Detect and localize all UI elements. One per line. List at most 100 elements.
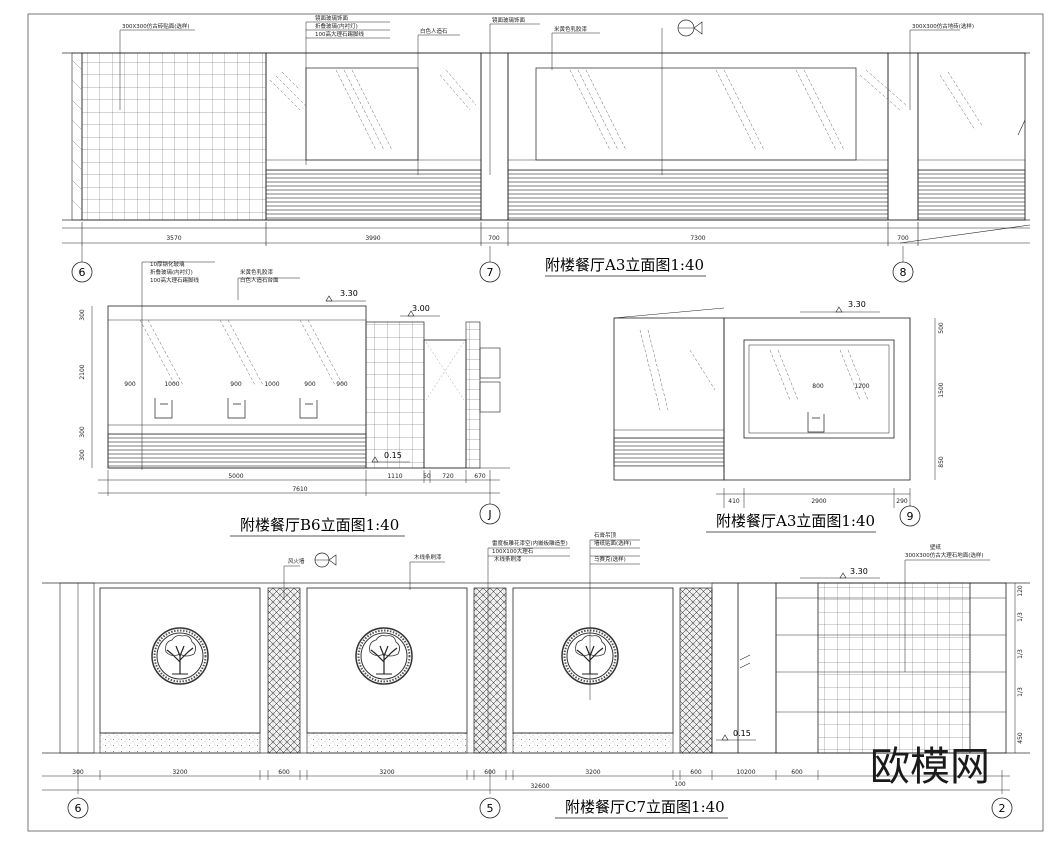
note-b6-1: 10厚钢化玻璃	[150, 260, 185, 268]
dim-a3-m2: 1200	[854, 383, 869, 390]
svg-text:2: 2	[999, 802, 1006, 815]
svg-text:7: 7	[487, 266, 494, 279]
note-b6-3: 100高大理石踢脚线	[150, 276, 199, 284]
dim-b6-s1: 300	[79, 309, 86, 321]
svg-text:J: J	[487, 508, 491, 521]
note-c7-10: 300X300仿古大理石地面(选样)	[905, 551, 984, 559]
dim-top-3: 700	[488, 235, 500, 242]
note-b6-4: 米黄色乳胶漆	[240, 268, 274, 276]
dim-a3-b1: 410	[728, 498, 740, 505]
dim-b6-2: 1110	[387, 473, 402, 480]
level-b6-right: 3.00	[400, 304, 440, 317]
dim-c7-1: 300	[72, 769, 84, 776]
axis-bubble-7-top: 7	[479, 261, 501, 283]
level-a3: 3.30	[800, 300, 880, 313]
note-c7-3: 雷度板雕花漆空(内嵌板雕造型)	[492, 539, 568, 547]
dim-b6-m4: 1000	[264, 381, 279, 388]
note-top-7: 米黄色乳胶漆	[554, 25, 588, 33]
note-top-8: 300X300仿古地砖(选样)	[912, 22, 974, 30]
dim-b6-m2: 1000	[164, 381, 179, 388]
title-c7: 附楼餐厅C7立面图1:40	[565, 798, 725, 816]
dim-b6-s2: 2100	[79, 364, 86, 379]
lattice-2	[473, 587, 507, 754]
note-c7-4: 100X100大理石	[492, 547, 534, 555]
sheet-border	[27, 13, 1044, 832]
dim-c7-2: 3200	[172, 769, 187, 776]
svg-text:3.30: 3.30	[850, 567, 868, 576]
axis-bubble-9: 9	[899, 505, 921, 527]
dim-a3-m1: 800	[812, 383, 824, 390]
dim-a3-b3: 290	[896, 498, 908, 505]
note-c7-2: 木线条刷漆	[414, 553, 442, 561]
dim-b6-m5: 900	[304, 381, 316, 388]
skirting-band-top	[265, 159, 1026, 221]
note-top-4: 100高大理石踢脚线	[315, 30, 364, 38]
lattice-3	[679, 587, 713, 754]
elevation-c7: 300 3200 600 3200 600 3200 100 600 10200…	[42, 531, 1030, 819]
dim-b6-m6: 900	[336, 381, 348, 388]
note-top-2: 镜面玻璃饰面	[315, 14, 349, 22]
watermark-logo: 欧模网	[870, 744, 990, 790]
svg-text:5: 5	[487, 802, 494, 815]
tile-wall-panel	[81, 52, 267, 221]
dim-c7-total: 32600	[530, 783, 549, 790]
dim-b6-3: 50	[423, 473, 431, 480]
dim-top-1: 3570	[166, 235, 181, 242]
axis-bubble-6-bottom: 6	[67, 797, 89, 819]
dim-b6-5: 670	[474, 473, 486, 480]
dim-a3-b2: 2900	[811, 498, 826, 505]
note-b6-2: 折叠玻璃(内衬灯)	[150, 268, 193, 276]
note-c7-9: 壁纸	[930, 543, 942, 551]
dim-b6-s3: 300	[79, 426, 86, 438]
svg-text:3.30: 3.30	[848, 300, 866, 309]
axis-bubble-2-bottom: 2	[991, 797, 1013, 819]
tile-wall-b6	[365, 321, 425, 469]
dim-c7-7: 100	[674, 781, 686, 788]
panel-2	[306, 587, 468, 754]
note-top-5: 白色人造石	[420, 27, 448, 35]
level-c7-floor: 0.15	[716, 729, 756, 741]
dim-c7-9: 10200	[736, 769, 755, 776]
dim-top-4: 7300	[690, 235, 705, 242]
panel-1	[99, 587, 261, 754]
panel-3	[512, 587, 674, 754]
svg-text:0.15: 0.15	[384, 451, 402, 460]
dim-c7-3: 600	[278, 769, 290, 776]
axis-bubble-8-top: 8	[892, 261, 914, 283]
elevation-a3-middle: 410 2900 290 800 1200 500 1500 850 3.30 …	[613, 300, 945, 533]
dim-a3-s3: 850	[938, 456, 945, 468]
level-b6-floor: 0.15	[371, 451, 410, 463]
dim-c7-6: 3200	[585, 769, 600, 776]
level-c7: 3.30	[800, 567, 880, 579]
svg-text:3.30: 3.30	[340, 289, 358, 298]
dim-c7-s2: 1/3	[1017, 612, 1024, 622]
svg-text:6: 6	[79, 266, 86, 279]
mosaic-grid	[817, 582, 971, 754]
dim-b6-s4: 300	[79, 449, 86, 461]
dim-c7-5: 600	[484, 769, 496, 776]
note-top-1: 300X300仿古砖贴面(选样)	[122, 22, 190, 30]
section-marker-top	[677, 19, 703, 37]
elevation-a3-top: 3570 3990 700 7300 700 300X300仿古砖贴面(选样) …	[62, 14, 1031, 283]
dim-b6-4: 720	[442, 473, 454, 480]
lattice-1	[267, 587, 301, 754]
dim-c7-s3: 1/3	[1017, 649, 1024, 659]
note-top-6: 镜面玻璃饰面	[492, 16, 526, 24]
dim-top-2: 3990	[365, 235, 380, 242]
axis-lines-top	[81, 246, 904, 262]
title-a3-middle: 附楼餐厅A3立面图1:40	[716, 512, 875, 530]
dim-b6-m3: 900	[230, 381, 242, 388]
note-top-3: 折叠玻璃(内衬灯)	[315, 22, 358, 30]
note-c7-8: 马赛克(选样)	[594, 555, 626, 563]
note-c7-1: 风火墙	[288, 557, 305, 565]
elevation-b6: 5000 1110 50 720 670 7610 900 1000 900 1…	[79, 260, 510, 537]
note-b6-5: 白色人造石台面	[240, 276, 279, 284]
title-a3-top: 附楼餐厅A3立面图1:40	[545, 256, 704, 274]
dim-c7-8: 600	[690, 769, 702, 776]
svg-text:3.00: 3.00	[412, 304, 430, 313]
note-c7-6: 石膏吊顶	[594, 531, 617, 539]
svg-text:8: 8	[900, 266, 907, 279]
dim-a3-s1: 500	[938, 322, 945, 334]
axis-bubble-j: J	[479, 503, 501, 525]
